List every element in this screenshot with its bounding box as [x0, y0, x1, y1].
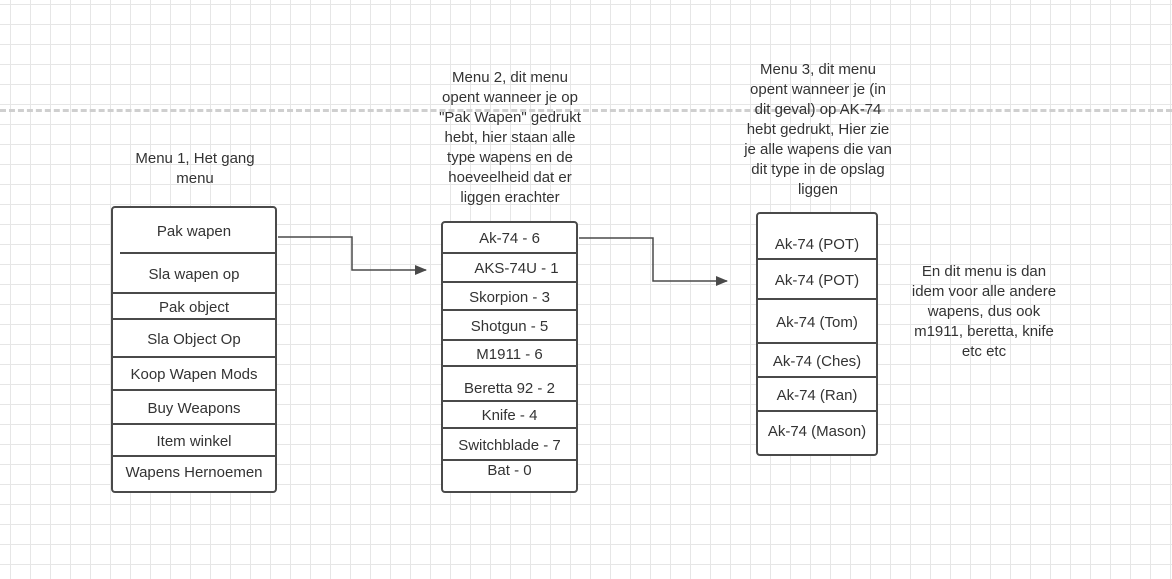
menu3-item-label: Ak-74 (POT) [774, 235, 860, 253]
menu1-item-label: Sla Object Op [147, 330, 241, 348]
menu2-item-label: Shotgun - 5 [470, 317, 549, 335]
menu2-item-aks74u[interactable]: AKS-74U - 1 [443, 252, 576, 283]
menu1-inset-divider [120, 252, 277, 254]
menu3-note: Menu 3, dit menu opent wanneer je (in di… [744, 61, 892, 198]
menu1-item-pak-wapen[interactable]: Pak wapen [113, 208, 275, 254]
other-menus-note: En dit menu is dan idem voor alle andere… [911, 263, 1057, 360]
menu2-item-label: Skorpion - 3 [469, 288, 550, 306]
menu2-item-m1911[interactable]: M1911 - 6 [443, 339, 576, 367]
menu3-box: Ak-74 (POT) Ak-74 (POT) Ak-74 (Tom) Ak-7… [756, 212, 878, 456]
menu3-item-label: Ak-74 (Tom) [776, 313, 858, 331]
menu3-item-label: Ak-74 (Ran) [776, 386, 858, 404]
menu2-item-label: M1911 - 6 [476, 345, 543, 363]
menu1-item-label: Item winkel [156, 432, 232, 450]
menu2-box: Ak-74 - 6 AKS-74U - 1 Skorpion - 3 Shotg… [441, 221, 578, 493]
menu2-item-switchblade[interactable]: Switchblade - 7 [443, 427, 576, 461]
menu1-note: Menu 1, Het gang menu [135, 150, 255, 187]
menu1-item-sla-object-op[interactable]: Sla Object Op [113, 318, 275, 358]
menu3-item-6[interactable]: Ak-74 (Mason) [758, 410, 876, 450]
menu2-item-label: Bat - 0 [487, 461, 532, 479]
menu2-item-label: Knife - 4 [481, 406, 538, 424]
menu1-item-label: Pak wapen [156, 222, 232, 240]
menu2-item-skorpion[interactable]: Skorpion - 3 [443, 281, 576, 311]
menu3-item-1[interactable]: Ak-74 (POT) [758, 214, 876, 260]
menu2-item-label: Switchblade - 7 [458, 436, 561, 454]
menu2-item-label: Beretta 92 - 2 [464, 379, 555, 397]
menu3-item-4[interactable]: Ak-74 (Ches) [758, 342, 876, 378]
menu3-item-label: Ak-74 (Ches) [772, 352, 862, 370]
menu1-box: Pak wapen Sla wapen op Pak object Sla Ob… [111, 206, 277, 493]
menu1-item-label: Pak object [158, 298, 230, 316]
menu3-item-5[interactable]: Ak-74 (Ran) [758, 376, 876, 412]
menu2-item-label: AKS-74U - 1 [474, 260, 559, 277]
menu3-item-2[interactable]: Ak-74 (POT) [758, 258, 876, 300]
menu1-item-buy-weapons[interactable]: Buy Weapons [113, 389, 275, 425]
menu1-item-koop-wapen-mods[interactable]: Koop Wapen Mods [113, 356, 275, 390]
menu1-item-wapens-hernoemen[interactable]: Wapens Hernoemen [113, 455, 275, 487]
menu2-item-beretta[interactable]: Beretta 92 - 2 [443, 365, 576, 403]
menu2-item-shotgun[interactable]: Shotgun - 5 [443, 309, 576, 341]
dashed-separator-line [0, 109, 1172, 112]
menu2-item-knife[interactable]: Knife - 4 [443, 400, 576, 428]
arrow-menu2-to-menu3 [579, 237, 728, 286]
menu1-item-label: Buy Weapons [147, 399, 241, 417]
menu2-note: Menu 2, dit menu opent wanneer je op "Pa… [439, 69, 581, 206]
menu1-item-item-winkel[interactable]: Item winkel [113, 423, 275, 457]
arrow-menu1-to-menu2 [278, 236, 427, 275]
menu2-item-ak74[interactable]: Ak-74 - 6 [443, 223, 576, 254]
menu2-item-label: Ak-74 - 6 [479, 230, 540, 247]
menu3-item-label: Ak-74 (Mason) [767, 422, 867, 440]
menu3-item-label: Ak-74 (POT) [774, 271, 860, 289]
menu2-item-bat[interactable]: Bat - 0 [443, 459, 576, 485]
menu1-item-sla-wapen-op[interactable]: Sla wapen op [113, 254, 275, 294]
menu1-item-label: Koop Wapen Mods [130, 365, 258, 383]
menu1-item-label: Wapens Hernoemen [125, 463, 263, 481]
menu3-item-3[interactable]: Ak-74 (Tom) [758, 298, 876, 344]
menu1-item-pak-object[interactable]: Pak object [113, 292, 275, 320]
menu1-item-label: Sla wapen op [148, 265, 240, 283]
